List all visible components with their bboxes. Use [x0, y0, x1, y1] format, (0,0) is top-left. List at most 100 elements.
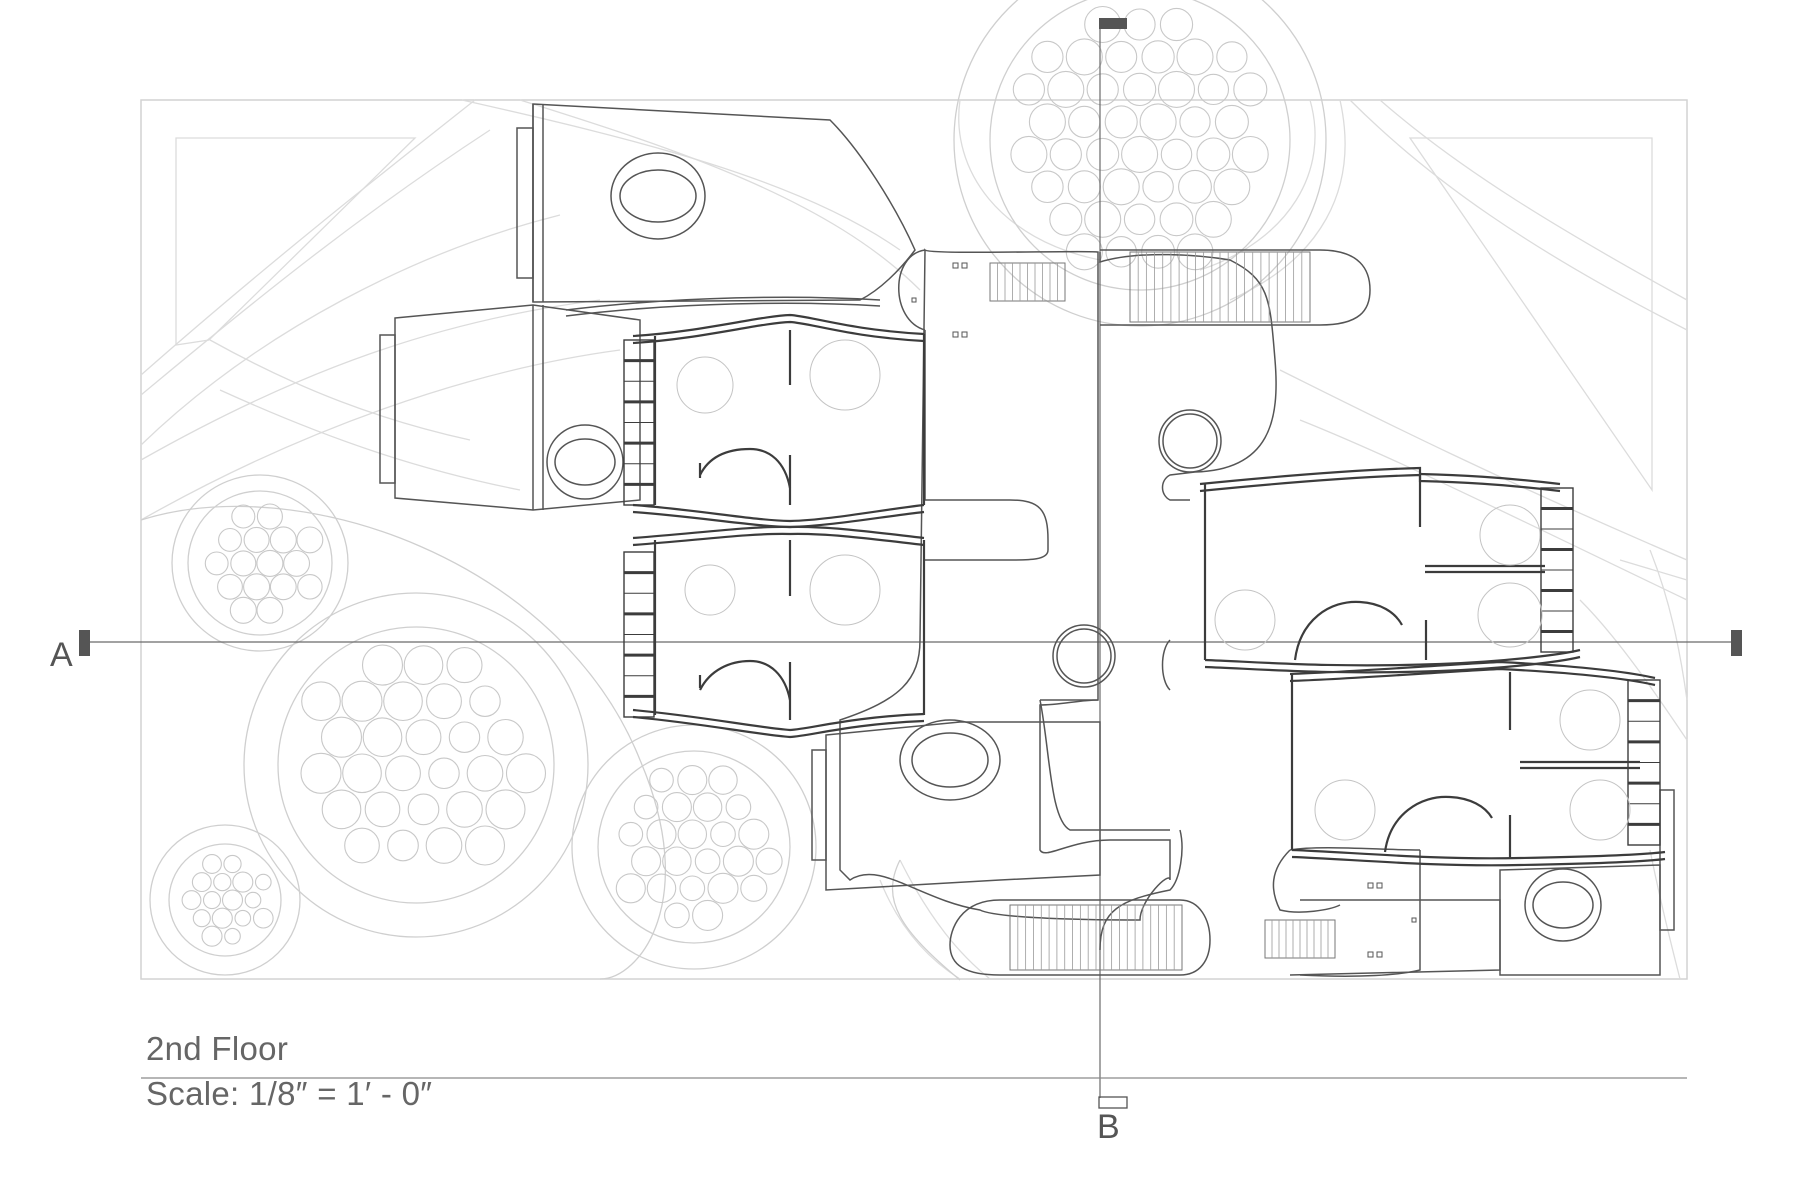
building-volumes — [379, 103, 1675, 977]
tree-circle — [1197, 73, 1230, 106]
tree-circle — [201, 925, 223, 947]
tree-circle — [383, 681, 423, 722]
tree-circle — [202, 854, 222, 874]
glazing-east — [1540, 487, 1661, 846]
tree-circle — [725, 794, 752, 820]
scale-note: Scale: 1/8″ = 1′ - 0″ — [146, 1075, 433, 1112]
tree-circle — [1084, 200, 1122, 238]
tree-circle — [1141, 40, 1175, 74]
tree-circle — [223, 854, 242, 874]
tree-circle — [231, 504, 256, 529]
tree-circle — [426, 683, 462, 720]
tree-circle — [1123, 203, 1156, 236]
tree-circles — [181, 5, 1269, 947]
floor-title: 2nd Floor — [146, 1030, 289, 1067]
tree-circle — [618, 821, 644, 847]
tree-circle — [256, 549, 284, 577]
pod-north-west — [532, 103, 916, 303]
tree-circle — [446, 647, 483, 684]
tree-circle — [1157, 70, 1196, 108]
stair-treads — [997, 252, 1329, 970]
tree-circle — [232, 871, 254, 893]
tree-circle — [1049, 138, 1082, 171]
tree-circle — [1196, 137, 1231, 172]
tree-circle — [677, 819, 708, 849]
tree-circle — [342, 753, 382, 794]
tree-circle — [755, 847, 783, 875]
tree-circle — [1159, 7, 1194, 42]
tree-circle — [361, 644, 404, 686]
tree-circle — [1012, 73, 1046, 106]
tree-circle — [234, 909, 252, 927]
tree-circle — [230, 550, 257, 577]
tree-circle — [204, 551, 229, 576]
tree-circle — [664, 902, 690, 929]
unit-west-upper — [632, 313, 926, 505]
tree-circle — [1028, 103, 1066, 141]
tree-circle — [221, 889, 244, 911]
site-boundary — [140, 99, 1688, 980]
tree-circle — [1214, 104, 1249, 139]
tree-circle — [1031, 40, 1064, 74]
tree-circle — [428, 757, 460, 790]
section-a-marker-left — [79, 630, 90, 656]
tree-circle — [615, 873, 646, 904]
tree-circle — [1067, 170, 1101, 204]
tree-circle — [738, 818, 770, 850]
stairs — [989, 251, 1336, 971]
pod-south-center — [825, 721, 1101, 891]
tree-circle — [1047, 70, 1085, 108]
tree-circle — [722, 845, 754, 877]
glazing-west — [623, 339, 655, 718]
tree-circle — [1010, 135, 1048, 173]
tree-circle — [283, 549, 311, 577]
core-center — [1052, 624, 1116, 688]
tree-circle — [1031, 170, 1064, 204]
tree-circle — [740, 874, 768, 902]
tree-circle — [269, 526, 297, 554]
columns — [911, 262, 1417, 958]
tree-circle — [1213, 168, 1251, 206]
tree-circle — [646, 819, 677, 850]
tree-circle — [254, 873, 272, 891]
tree-circle — [466, 754, 504, 792]
pod-west — [394, 304, 641, 511]
tree-circle — [1160, 138, 1193, 171]
tree-circle — [692, 792, 723, 822]
tree-circle — [252, 907, 274, 929]
tree-circle — [256, 503, 283, 530]
tree-circle — [1142, 171, 1174, 203]
tree-circle — [662, 846, 692, 876]
tree-circle — [385, 755, 421, 792]
tree-circle — [387, 829, 419, 862]
tree-circle — [296, 526, 324, 554]
tree-circle — [300, 752, 342, 794]
tree-circle — [1049, 202, 1083, 236]
tree-circle — [405, 719, 442, 756]
tree-circle — [1123, 8, 1156, 41]
tree-circle — [1233, 72, 1268, 107]
tree-circle — [191, 872, 212, 893]
tree-circle — [364, 791, 401, 828]
landscape-paths — [140, 99, 1688, 980]
tree-circle — [211, 907, 233, 929]
unit-east-upper — [1199, 466, 1581, 674]
tree-circle — [224, 927, 241, 945]
tree-circle — [425, 827, 463, 864]
tree-circle — [181, 890, 202, 911]
tree-circle — [229, 596, 257, 624]
tree-circle — [301, 681, 341, 722]
tree-circle — [1139, 103, 1177, 141]
tree-circle — [505, 753, 547, 794]
tree-circle — [243, 573, 271, 601]
tree-circle — [1086, 73, 1119, 106]
tree-circle — [1086, 137, 1120, 171]
tree-circle — [677, 765, 708, 796]
tree-circle — [1216, 41, 1248, 73]
tree-circle — [631, 846, 662, 877]
tree-circle — [1122, 72, 1157, 107]
section-b-marker-top — [1099, 18, 1127, 29]
section-line-a — [79, 630, 1742, 656]
core-north — [1158, 409, 1222, 473]
tree-circle — [1179, 106, 1211, 138]
